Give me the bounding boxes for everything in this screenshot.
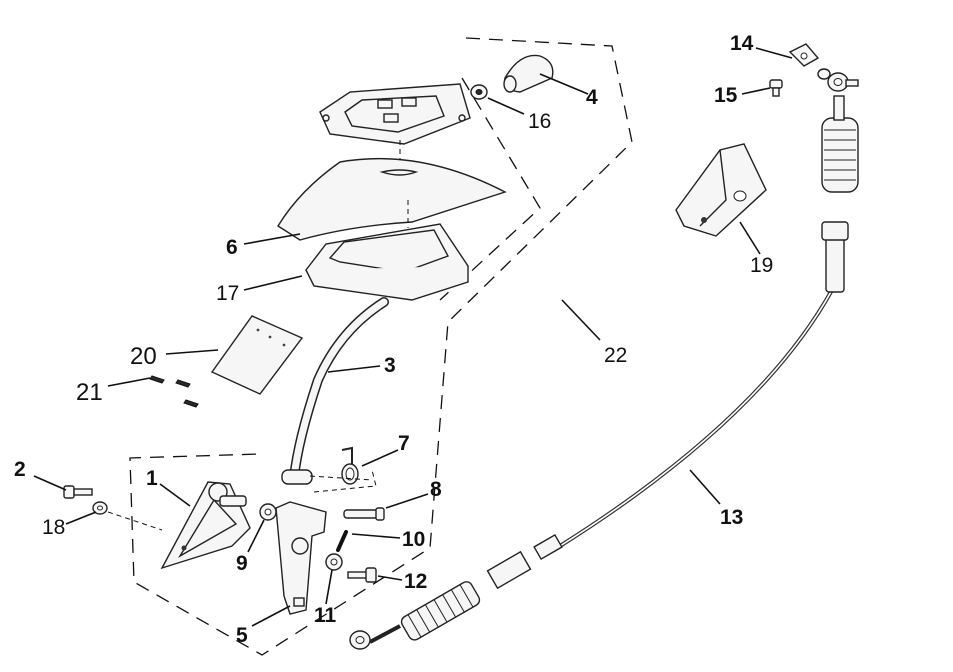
- callout-9: 9: [236, 552, 248, 575]
- pivot-plate: [275, 501, 327, 615]
- shift-gate-plate: [319, 83, 471, 145]
- callout-15: 15: [714, 84, 738, 107]
- callout-14: 14: [730, 32, 754, 55]
- callout-4: 4: [586, 86, 598, 109]
- callout-20: 20: [130, 343, 157, 370]
- assembly-outline-22: [129, 37, 633, 656]
- instruction-label: [210, 315, 304, 395]
- callout-6: 6: [226, 236, 238, 259]
- cable-clip: [788, 43, 831, 80]
- console-mount-frame: [305, 223, 470, 301]
- cable-mount-bracket: [675, 143, 767, 237]
- shift-boot-cover: [277, 157, 507, 241]
- washer-18: [92, 501, 108, 515]
- callout-8: 8: [430, 478, 442, 501]
- lever-bracket: [160, 481, 251, 570]
- leader-lines: [33, 47, 793, 627]
- return-spring: [309, 446, 377, 493]
- callout-7: 7: [398, 432, 410, 455]
- callout-18: 18: [42, 516, 65, 539]
- callout-17: 17: [216, 282, 239, 305]
- callout-labels: 1 2 3 4 5 6 7 8 9 10 11 12 13 14 15 16 1…: [14, 32, 773, 647]
- callout-2: 2: [14, 458, 26, 481]
- callout-21: 21: [76, 379, 103, 406]
- knob-nut: [470, 84, 488, 100]
- callout-22: 22: [604, 344, 627, 367]
- bolt-12: [347, 567, 377, 583]
- callout-16: 16: [528, 110, 551, 133]
- callout-1: 1: [146, 467, 158, 490]
- callout-10: 10: [402, 528, 425, 551]
- shift-knob: [503, 54, 554, 93]
- washer-9: [259, 503, 277, 521]
- screw-15: [769, 79, 783, 97]
- assembly-outline-upper: [439, 77, 541, 301]
- bolt-2: [63, 485, 93, 499]
- callout-11: 11: [314, 604, 337, 627]
- callout-5: 5: [236, 624, 248, 647]
- roll-pin: [336, 530, 348, 552]
- washer-11: [325, 553, 343, 571]
- callout-19: 19: [750, 254, 773, 277]
- shift-lever: [281, 297, 389, 485]
- callout-13: 13: [720, 506, 743, 529]
- callout-12: 12: [404, 570, 427, 593]
- shift-cable: [349, 72, 859, 650]
- callout-3: 3: [384, 354, 396, 377]
- small-screws: [149, 375, 199, 408]
- pivot-pin: [343, 507, 385, 521]
